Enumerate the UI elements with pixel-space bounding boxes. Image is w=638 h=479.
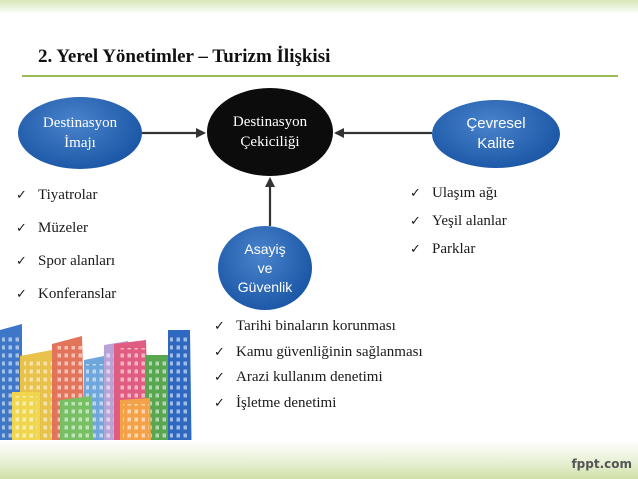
node-environmental-quality: Çevresel Kalite xyxy=(432,100,560,168)
list-item: ✓Tiyatrolar xyxy=(16,187,98,203)
node-destination-image-label: Destinasyon İmajı xyxy=(42,115,118,151)
node-destination-attractiveness: Destinasyon Çekiciliği xyxy=(207,88,333,176)
checkmark-icon: ✓ xyxy=(214,344,225,360)
checkmark-icon: ✓ xyxy=(410,242,421,257)
list-item: ✓Arazi kullanım denetimi xyxy=(214,369,383,385)
list-item: ✓Müzeler xyxy=(16,220,88,236)
footer-decor-band xyxy=(0,440,638,479)
list-item: ✓Konferanslar xyxy=(16,286,117,302)
list-environmental-quality: ✓Ulaşım ağı ✓Yeşil alanlar ✓Parklar xyxy=(410,185,507,269)
checkmark-icon: ✓ xyxy=(214,319,225,334)
list-public-safety: ✓Tarihi binaların korunması ✓Kamu güvenl… xyxy=(214,318,423,420)
node-destination-image: Destinasyon İmajı xyxy=(18,97,142,169)
checkmark-icon: ✓ xyxy=(16,254,27,269)
building-windows xyxy=(170,336,190,472)
checkmark-icon: ✓ xyxy=(16,221,27,236)
checkmark-icon: ✓ xyxy=(16,188,27,203)
list-item: ✓Parklar xyxy=(410,241,476,257)
slide-title: 2. Yerel Yönetimler – Turizm İlişkisi xyxy=(38,46,331,67)
list-item: ✓Tarihi binaların korunması xyxy=(214,318,396,334)
list-item: ✓Spor alanları xyxy=(16,253,116,269)
list-destination-image: ✓Tiyatrolar ✓Müzeler ✓Spor alanları ✓Kon… xyxy=(16,187,116,319)
node-destination-attractiveness-label: Destinasyon Çekiciliği xyxy=(232,114,308,150)
checkmark-icon: ✓ xyxy=(16,287,27,302)
list-item: ✓Kamu güvenliğinin sağlanması xyxy=(214,343,423,360)
list-item: ✓Yeşil alanlar xyxy=(410,213,507,229)
checkmark-icon: ✓ xyxy=(214,395,225,411)
list-item: ✓İşletme denetimi xyxy=(214,394,337,411)
list-item: ✓Ulaşım ağı xyxy=(410,185,498,201)
node-public-safety: Asayiş ve Güvenlik xyxy=(218,226,312,310)
top-decor-band xyxy=(0,0,638,14)
checkmark-icon: ✓ xyxy=(214,370,225,385)
checkmark-icon: ✓ xyxy=(410,186,421,201)
node-environmental-quality-label: Çevresel Kalite xyxy=(466,115,526,152)
checkmark-icon: ✓ xyxy=(410,214,421,229)
brand-watermark: fppt.com xyxy=(571,457,632,471)
node-public-safety-label: Asayiş ve Güvenlik xyxy=(237,240,293,295)
title-underline xyxy=(22,75,618,77)
